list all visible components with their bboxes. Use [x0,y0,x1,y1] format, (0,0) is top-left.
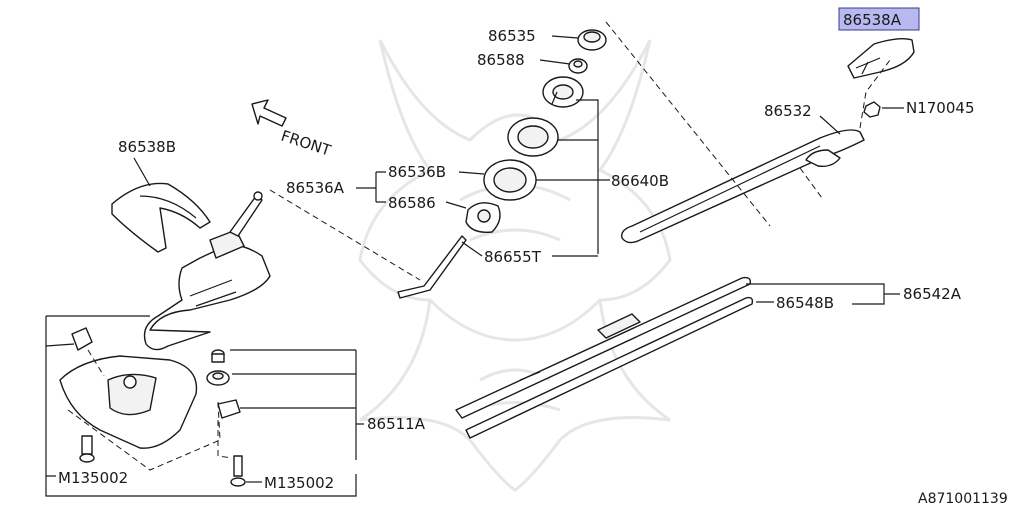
wiper-motor-86511A[interactable] [143,191,271,351]
label-86640B[interactable]: 86640B [611,172,669,190]
bolt-M135002-left[interactable] [79,435,95,463]
plate-86586[interactable] [465,202,501,233]
cushion-86536B[interactable] [483,159,537,201]
grommet[interactable] [206,370,230,386]
highlight-box [838,7,920,31]
label-86536A[interactable]: 86536A [286,179,345,197]
label-86538A[interactable]: 86538A [843,11,902,29]
cover-86538A[interactable] [847,37,915,79]
label-M135002-left[interactable]: M135002 [58,469,128,487]
bolt-M135002-right[interactable] [230,455,246,487]
front-arrow-icon [251,99,287,127]
label-86542A[interactable]: 86542A [903,285,962,303]
leader-lines [45,35,904,497]
wiper-blade-86542A[interactable] [455,276,754,439]
label-86511A[interactable]: 86511A [367,415,426,433]
label-86538B[interactable]: 86538B [118,138,176,156]
part-labels: 86538A 86535 86588 86532 N170045 86538B … [58,7,1008,507]
seal-ring[interactable] [507,117,559,157]
label-86532[interactable]: 86532 [764,102,812,120]
collar[interactable] [211,349,225,363]
nut-N170045[interactable] [863,101,881,118]
label-M135002-right[interactable]: M135002 [264,474,334,492]
nut-86588[interactable] [568,58,588,74]
spacer[interactable] [217,399,241,419]
label-N170045[interactable]: N170045 [906,99,974,117]
label-front: FRONT [279,127,334,160]
cover-86538B[interactable] [111,182,211,253]
label-86535[interactable]: 86535 [488,27,536,45]
label-86586[interactable]: 86586 [388,194,436,212]
assembly-dashed-lines [67,21,891,471]
grommet-86640B[interactable] [542,76,584,108]
diagram-id: A871001139 [918,491,1008,507]
label-86548B[interactable]: 86548B [776,294,834,312]
label-86536B[interactable]: 86536B [388,163,446,181]
bushing-upper[interactable] [71,327,93,351]
hose-86655T[interactable] [397,235,467,299]
label-86588[interactable]: 86588 [477,51,525,69]
motor-bracket[interactable] [59,355,198,449]
label-86655T[interactable]: 86655T [484,248,542,266]
pivot-cap-86535[interactable] [577,29,607,51]
wiper-arm-86532[interactable] [621,129,865,244]
